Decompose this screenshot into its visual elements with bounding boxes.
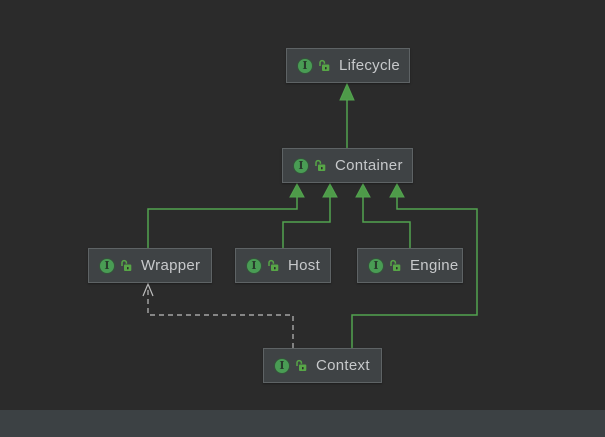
lock-open-icon — [121, 259, 132, 271]
lock-open-icon — [268, 259, 279, 271]
edge-wrapper-extends-container — [147, 182, 305, 248]
interface-icon: I — [274, 357, 290, 374]
lock-open-icon — [315, 159, 326, 171]
lock-open-icon — [319, 59, 330, 71]
node-container[interactable]: I Container — [282, 148, 413, 183]
edge-engine-extends-container — [355, 182, 411, 248]
node-label: Lifecycle — [339, 57, 401, 74]
node-wrapper[interactable]: I Wrapper — [88, 248, 212, 283]
interface-icon: I — [99, 257, 115, 274]
node-label: Wrapper — [141, 257, 201, 274]
node-label: Host — [288, 257, 321, 274]
node-label: Context — [316, 357, 370, 374]
interface-icon: I — [368, 257, 384, 274]
node-lifecycle[interactable]: I Lifecycle — [286, 48, 410, 83]
node-engine[interactable]: I Engine — [357, 248, 463, 283]
edge-host-extends-container — [282, 182, 338, 248]
node-context[interactable]: I Context — [263, 348, 382, 383]
interface-icon: I — [246, 257, 262, 274]
interface-icon: I — [293, 157, 309, 174]
node-label: Container — [335, 157, 403, 174]
bottom-panel-strip — [0, 410, 605, 437]
node-host[interactable]: I Host — [235, 248, 331, 283]
interface-icon: I — [297, 57, 313, 74]
node-label: Engine — [410, 257, 459, 274]
edge-container-extends-lifecycle — [339, 82, 355, 148]
lock-open-icon — [390, 259, 401, 271]
lock-open-icon — [296, 359, 307, 371]
edge-context-depends-wrapper — [142, 282, 294, 348]
